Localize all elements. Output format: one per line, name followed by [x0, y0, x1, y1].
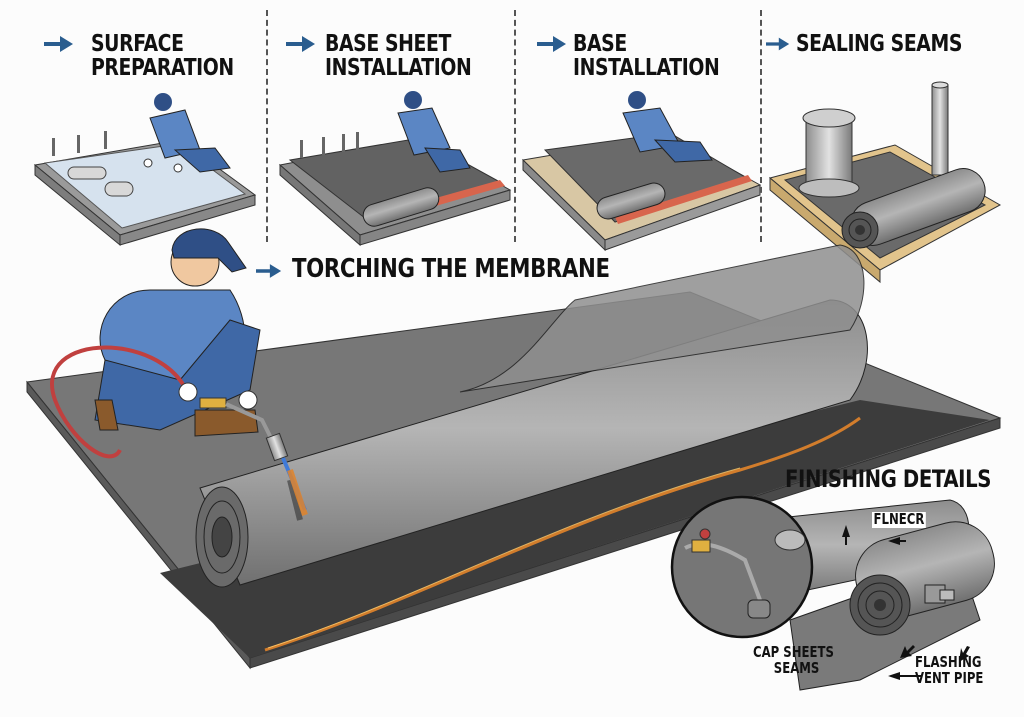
- step-divider: [514, 10, 516, 242]
- arrow-right-icon: [286, 36, 315, 52]
- label-line: CAP SHEETS: [753, 643, 834, 661]
- step-divider: [760, 10, 762, 242]
- step-title-surface-preparation: SURFACE PREPARATION: [91, 32, 234, 80]
- finishing-arrows: [842, 525, 970, 680]
- label-line: SEAMS: [773, 658, 820, 677]
- main-membrane-roll: [195, 244, 868, 588]
- arrow-right-icon: [44, 36, 73, 52]
- step-title-line: SURFACE: [91, 31, 184, 57]
- step-title-line: PREPARATION: [91, 55, 234, 82]
- main-step-title: TORCHING THE MEMBRANE: [292, 254, 610, 284]
- arrow-right-icon: [766, 37, 790, 51]
- anchor-bolts: [52, 131, 107, 156]
- step-divider: [266, 10, 268, 242]
- worker-small-3: [622, 91, 713, 163]
- finishing-details-title: FINISHING DETAILS: [785, 465, 991, 493]
- panel-base-sheet: [278, 91, 512, 247]
- step-title-base-installation: BASE INSTALLATION: [573, 31, 720, 82]
- main-worker: [50, 228, 308, 516]
- arrow-right-icon: [256, 264, 282, 278]
- flashing-vent-pipe-label: FLASHING VENT PIPE: [915, 653, 984, 687]
- step-title-line: INSTALLATION: [573, 55, 720, 82]
- flnecr-label: FLNECR: [872, 510, 926, 528]
- step-title-line: BASE SHEET: [325, 31, 451, 57]
- cap-sheets-seams-label: CAP SHEETS SEAMS: [753, 643, 834, 677]
- label-line: VENT PIPE: [915, 668, 984, 687]
- step-title-line: BASE: [573, 31, 627, 57]
- step-title-line: SEALING SEAMS: [796, 31, 963, 57]
- worker-small-2: [397, 91, 471, 173]
- step-title-base-sheet-installation: BASE SHEET INSTALLATION: [325, 31, 472, 82]
- label-line: FLASHING: [915, 653, 982, 671]
- panel-base-installation: [521, 91, 762, 252]
- panel-sealing-seams: [768, 81, 1002, 284]
- panel-surface-preparation: [33, 93, 257, 247]
- arrow-right-icon: [537, 36, 566, 52]
- worker-small-1: [143, 93, 231, 173]
- step-title-sealing-seams: SEALING SEAMS: [796, 32, 962, 56]
- step-title-line: INSTALLATION: [325, 55, 472, 82]
